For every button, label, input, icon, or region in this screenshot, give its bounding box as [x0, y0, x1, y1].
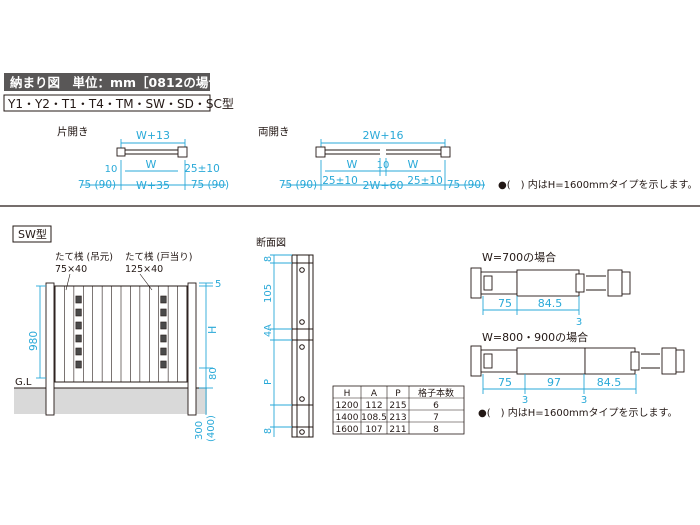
note-top: ●( ) 内はH=1600mmタイプを示します。: [498, 178, 698, 191]
gl-label: G.L: [15, 377, 32, 388]
single-left-dim: 75 (90): [78, 179, 116, 191]
single-latch-post: [177, 146, 188, 158]
table-cell: 112: [365, 401, 382, 411]
plan-w800: W=800・900の場合 75 97 84.5 3 3: [470, 330, 685, 406]
lattice-square: [75, 321, 82, 330]
sw-elevation: SW型 たて桟 (吊元) 75×40 たて桟 (戸当り) 125×40 980 …: [12, 225, 221, 442]
single-right-dim: 75 (90): [191, 179, 229, 191]
header-title-bar: [4, 73, 210, 91]
post-right-line2: 125×40: [125, 264, 163, 275]
th-lattice: 格子本数: [418, 387, 454, 399]
lattice-square: [160, 334, 167, 343]
section-8b-dim: 8: [263, 428, 274, 434]
sw-label-box: [12, 225, 52, 243]
post-left-line1: たて桟 (吊元): [55, 251, 113, 263]
single-gap-dim: 25±10: [184, 163, 220, 175]
lattice-square: [160, 295, 167, 304]
plan800-97-dim: 97: [547, 376, 561, 389]
plan700-75-dim: 75: [498, 297, 512, 310]
section-view: 断面図 8 105 4 A P 8: [256, 236, 314, 438]
top5-dim: 5: [215, 279, 221, 290]
left-post: [45, 282, 55, 416]
lattice-square: [75, 347, 82, 356]
table-cell: 107: [365, 425, 382, 435]
types-box: [3, 94, 211, 112]
table-cell: 1600: [336, 425, 359, 435]
lattice-square: [160, 321, 167, 330]
header-title: 納まり図 単位：mm［0812の場合］: [10, 75, 233, 90]
single-label: 片開き: [57, 125, 89, 138]
plan800-title: W=800・900の場合: [482, 330, 588, 344]
section-post: [291, 254, 314, 438]
ground-fill: [14, 388, 207, 414]
table-cell: 1400: [336, 413, 359, 423]
double-gap1-dim: 25±10: [322, 175, 358, 187]
depth-dim: 300: [194, 421, 205, 440]
h980-dim: 980: [28, 331, 40, 351]
table-cell: 1200: [336, 401, 359, 411]
plan700-title: W=700の場合: [482, 250, 556, 264]
single-swing-plan: 片開き W+13 W 10 25±10 75 (90) W+35 75 (90): [57, 125, 229, 192]
spec-table: H A P 格子本数 1200 112 215 6 1400 108.5 213…: [332, 385, 465, 435]
plan-w700: W=700の場合 75 84.5 3: [470, 250, 631, 328]
double-top-dim: 2W+16: [362, 129, 403, 142]
double-right-dim: 75 (90): [447, 179, 485, 191]
double-bottom-dim: 2W+60: [362, 179, 403, 192]
table-cell: 211: [389, 425, 406, 435]
plan800-3b-dim: 3: [581, 395, 587, 406]
section-8-dim: 8: [263, 256, 274, 262]
note-bottom: ●( ) 内はH=1600mmタイプを示します。: [478, 406, 678, 419]
section-4-dim: 4: [263, 331, 274, 337]
sw-label: SW型: [18, 227, 47, 241]
lattice-square: [160, 347, 167, 356]
lattice-square: [75, 334, 82, 343]
double-mid-dim: 10: [377, 160, 390, 171]
plan700-3-dim: 3: [576, 317, 582, 328]
section-a-dim: A: [263, 324, 274, 331]
single-w-dim: W: [146, 158, 157, 171]
single-hinge-post: [116, 147, 126, 157]
post-right-line1: たて桟 (戸当り): [125, 251, 192, 263]
double-left-post: [315, 146, 326, 158]
section-105-dim: 105: [263, 284, 274, 303]
lattice-square: [160, 360, 167, 369]
single-top-dim: W+13: [136, 129, 170, 142]
table-cell: 8: [433, 425, 439, 435]
double-right-post: [440, 146, 451, 158]
th-a: A: [371, 389, 378, 399]
gate-slats: [64, 286, 178, 382]
plan800-3a-dim: 3: [522, 395, 528, 406]
table-cell: 213: [389, 413, 406, 423]
lattice-square: [75, 360, 82, 369]
section-label: 断面図: [256, 236, 286, 249]
plan800-845-dim: 84.5: [597, 376, 622, 389]
plan700-845-dim: 84.5: [538, 297, 563, 310]
types-label: Y1・Y2・T1・T4・TM・SW・SD・SC型: [7, 97, 234, 111]
post-left-line2: 75×40: [55, 264, 87, 275]
lattice-square: [75, 295, 82, 304]
double-swing-plan: 両開き 2W+16 W 10 W 75 (90) 25±10 2W+60 25±…: [258, 126, 485, 192]
double-left-dim: 75 (90): [279, 179, 317, 191]
lattice-square: [160, 308, 167, 317]
lattice-square: [75, 308, 82, 317]
double-w2-dim: W: [408, 158, 419, 171]
right-post: [187, 282, 197, 416]
double-label: 両開き: [258, 126, 290, 138]
single-bottom-dim: W+35: [136, 179, 170, 192]
th-p: P: [395, 389, 401, 399]
section-p-dim: P: [263, 379, 274, 385]
double-w1-dim: W: [347, 158, 358, 171]
h80-dim: 80: [208, 367, 219, 380]
table-cell: 7: [433, 413, 439, 423]
double-gap2-dim: 25±10: [407, 175, 443, 187]
table-cell: 215: [389, 401, 406, 411]
depth2-dim: (400): [206, 415, 217, 442]
table-cell: 108.5: [361, 413, 387, 423]
h-dim: H: [206, 326, 219, 334]
single-10-dim: 10: [105, 164, 118, 175]
th-h: H: [344, 389, 351, 399]
plan800-75-dim: 75: [498, 376, 512, 389]
table-cell: 6: [433, 401, 439, 411]
